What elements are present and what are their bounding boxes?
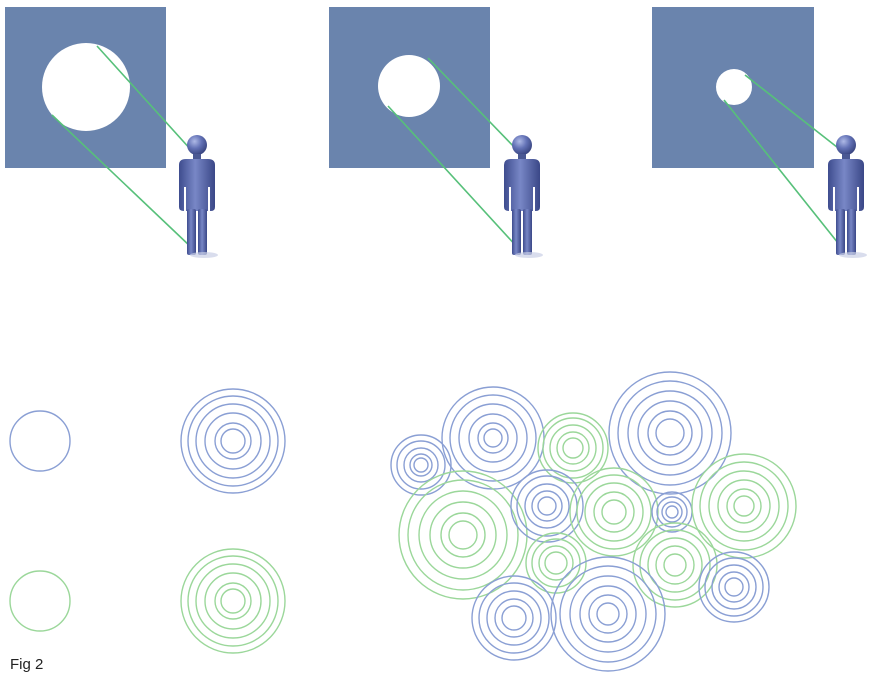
ring — [700, 462, 788, 550]
ring — [472, 576, 556, 660]
ring — [628, 391, 712, 475]
ring — [664, 554, 686, 576]
ring — [597, 603, 619, 625]
concentric-ring-group — [692, 454, 796, 558]
ring — [705, 558, 763, 616]
ring — [656, 546, 694, 584]
ring-diagram — [10, 372, 796, 671]
concentric-ring-group — [511, 470, 583, 542]
ring — [692, 454, 796, 558]
hole — [716, 69, 752, 105]
concentric-ring-group — [181, 549, 285, 653]
concentric-ring-group — [472, 576, 556, 660]
ring — [560, 566, 656, 662]
ring — [526, 533, 586, 593]
ring — [539, 546, 573, 580]
person-icon — [179, 135, 218, 258]
ring — [469, 414, 517, 462]
ring — [495, 599, 533, 637]
ring — [666, 506, 678, 518]
ring — [662, 502, 682, 522]
ring — [449, 521, 477, 549]
concentric-ring-group — [442, 387, 544, 489]
ring — [414, 458, 428, 472]
concentric-ring-group — [538, 413, 608, 483]
concentric-ring-group — [10, 571, 70, 631]
ring — [563, 438, 583, 458]
ring — [442, 387, 544, 489]
ring — [656, 419, 684, 447]
view-panel-large-hole — [5, 7, 218, 258]
concentric-ring-group — [526, 533, 586, 593]
ring — [532, 491, 562, 521]
ring — [709, 471, 779, 541]
ring — [404, 448, 438, 482]
concentric-ring-group — [181, 389, 285, 493]
ring — [557, 432, 589, 464]
ring — [196, 564, 270, 638]
ring — [545, 552, 567, 574]
ring — [538, 497, 556, 515]
view-panel-medium-hole — [329, 7, 543, 258]
ring — [577, 475, 651, 549]
ring — [188, 396, 278, 486]
ring — [602, 500, 626, 524]
ring — [408, 480, 518, 590]
ring — [10, 571, 70, 631]
ring — [205, 413, 261, 469]
ring — [648, 411, 692, 455]
ring — [589, 595, 627, 633]
concentric-ring-group — [551, 557, 665, 671]
ring — [734, 496, 754, 516]
ring — [399, 471, 527, 599]
ring — [450, 395, 536, 481]
concentric-ring-group — [699, 552, 769, 622]
ring — [205, 573, 261, 629]
ring — [479, 583, 549, 653]
ring — [719, 572, 749, 602]
person-icon — [828, 135, 867, 258]
ring — [188, 556, 278, 646]
ring — [484, 429, 502, 447]
ring — [718, 480, 770, 532]
ring — [410, 454, 432, 476]
ring — [10, 411, 70, 471]
ring — [502, 606, 526, 630]
concentric-ring-group — [10, 411, 70, 471]
ring — [543, 418, 603, 478]
ring — [570, 576, 646, 652]
ring — [551, 557, 665, 671]
ring — [517, 476, 577, 536]
ring — [221, 589, 245, 613]
figure-caption: Fig 2 — [10, 656, 43, 673]
ring — [699, 552, 769, 622]
ring — [594, 492, 634, 532]
ring — [478, 423, 508, 453]
ring — [511, 470, 583, 542]
ring — [430, 502, 496, 568]
ring — [538, 413, 608, 483]
ring — [221, 429, 245, 453]
ring — [727, 489, 761, 523]
hole — [378, 55, 440, 117]
ring — [196, 404, 270, 478]
ring — [633, 523, 717, 607]
ring — [441, 513, 485, 557]
view-panel-small-hole — [652, 7, 867, 258]
ring — [725, 578, 743, 596]
concentric-ring-group — [399, 471, 527, 599]
ring — [419, 491, 507, 579]
concentric-ring-group — [633, 523, 717, 607]
